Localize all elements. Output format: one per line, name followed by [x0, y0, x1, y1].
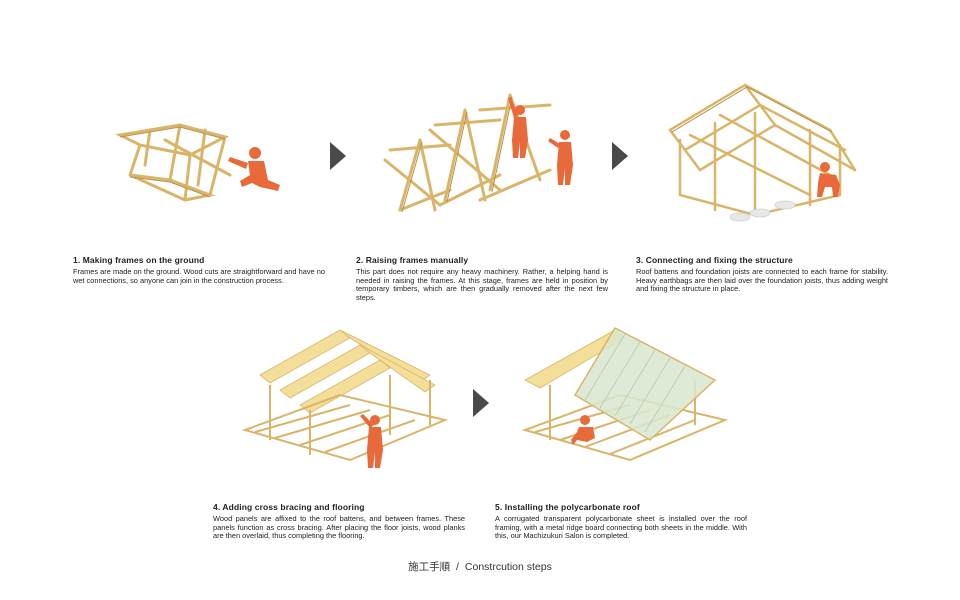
- step-title: 1. Making frames on the ground: [73, 255, 205, 265]
- step-5: 5. Installing the polycarbonate roof A c…: [495, 502, 747, 541]
- arrow-right-icon: [612, 142, 628, 170]
- illustration-step-2: [383, 93, 573, 213]
- worker-helper-icon: [548, 130, 573, 185]
- worker-nailing-icon: [360, 414, 383, 468]
- step-description: Frames are made on the ground. Wood cuts…: [73, 267, 325, 285]
- worker-kneeling-icon: [228, 147, 280, 191]
- illustration-step-1: [115, 123, 280, 202]
- step-4: 4. Adding cross bracing and flooring Woo…: [213, 502, 465, 541]
- step-title: 5. Installing the polycarbonate roof: [495, 502, 640, 512]
- caption-japanese: 施工手順: [408, 561, 451, 573]
- illustration-step-4: [241, 329, 449, 468]
- caption-separator: /: [456, 561, 459, 573]
- step-description: A corrugated transparent polycarbonate s…: [495, 514, 747, 541]
- worker-sitting-icon: [571, 415, 595, 445]
- step-title: 2. Raising frames manually: [356, 255, 469, 265]
- step-3: 3. Connecting and fixing the structure R…: [636, 255, 888, 294]
- step-2: 2. Raising frames manually This part doe…: [356, 255, 608, 302]
- step-description: Roof battens and foundation joists are c…: [636, 267, 888, 294]
- earthbag-icon: [729, 200, 796, 222]
- step-description: Wood panels are affixed to the roof batt…: [213, 514, 465, 541]
- step-title: 3. Connecting and fixing the structure: [636, 255, 793, 265]
- arrow-right-icon: [473, 389, 489, 417]
- illustration-step-5: [521, 327, 729, 462]
- polycarbonate-sheet: [573, 327, 717, 441]
- step-title: 4. Adding cross bracing and flooring: [213, 502, 365, 512]
- worker-standing-icon: [508, 97, 528, 158]
- caption-english: Constrcution steps: [464, 561, 552, 573]
- arrow-right-icon: [330, 142, 346, 170]
- worker-bending-icon: [817, 162, 840, 197]
- step-description: This part does not require any heavy mac…: [356, 267, 608, 302]
- figure-caption: 施工手順 / Constrcution steps: [0, 559, 960, 574]
- step-1: 1. Making frames on the ground Frames ar…: [73, 255, 325, 285]
- illustration-step-3: [668, 83, 857, 222]
